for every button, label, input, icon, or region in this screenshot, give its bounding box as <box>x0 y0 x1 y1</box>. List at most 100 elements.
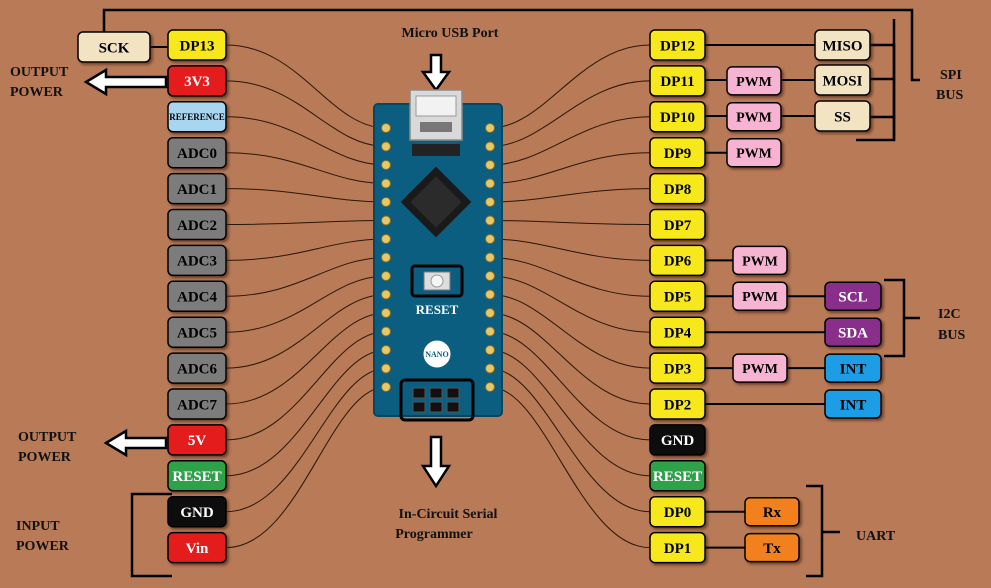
header-hole-right-13 <box>485 363 495 374</box>
header-hole-right-4 <box>485 197 495 207</box>
output-power-mid-label-2: POWER <box>18 450 72 465</box>
int-label-1-text: INT <box>840 361 867 377</box>
right-pin-dp0-13-text: DP0 <box>664 505 692 521</box>
spi-bus-label-1: SPI <box>940 68 962 83</box>
header-hole-left-2 <box>381 160 391 170</box>
wire-left-1 <box>225 80 387 147</box>
icsp-header <box>399 378 475 422</box>
int-label-2: INT <box>824 389 882 419</box>
left-pin-5v-11-text: 5V <box>188 433 207 449</box>
pwm-label-0: PWM <box>726 66 782 96</box>
left-pin-adc1-4: ADC1 <box>167 172 227 205</box>
wire-left-7 <box>225 257 387 297</box>
left-pin-adc7-10: ADC7 <box>167 388 227 420</box>
pwm-label-2: PWM <box>726 137 782 168</box>
left-pin-adc0-3: ADC0 <box>167 136 227 169</box>
right-pin-dp3-9-text: DP3 <box>664 361 692 377</box>
input-power-label-2: POWER <box>16 539 70 554</box>
header-hole-left-3 <box>381 178 391 189</box>
header-hole-left-4 <box>381 197 391 207</box>
header-hole-left-1 <box>381 141 391 152</box>
right-pin-dp5-7: DP5 <box>649 280 706 313</box>
i2c-bus-bracket <box>884 278 920 358</box>
pwm-label-5-text: PWM <box>742 362 778 377</box>
left-pin-vin-14: Vin <box>167 531 227 564</box>
icsp-title-line2: Programmer <box>395 527 472 542</box>
left-pin-adc6-9-text: ADC6 <box>177 361 217 377</box>
left-pin-3v3-1-text: 3V3 <box>184 74 210 90</box>
icsp-pin <box>412 401 426 413</box>
output-power-top-label-1: OUTPUT <box>10 65 69 80</box>
wire-right-1 <box>489 80 651 147</box>
reset-button-highlight <box>410 264 464 298</box>
usb-arrow <box>420 53 452 93</box>
sda-label: SDA <box>824 317 882 347</box>
icsp-pin <box>429 387 443 399</box>
board-pin-headers <box>381 123 495 392</box>
icsp-arrow <box>420 435 452 489</box>
left-pin-dp13-0: DP13 <box>167 29 227 61</box>
wire-right-10 <box>489 312 651 405</box>
header-hole-left-5 <box>381 215 391 226</box>
pin-wires <box>225 44 651 549</box>
wire-right-12 <box>489 349 651 477</box>
header-hole-left-12 <box>381 345 391 355</box>
header-hole-right-6 <box>485 234 495 244</box>
usb-connector <box>409 89 463 141</box>
rx-label-text: Rx <box>763 505 782 521</box>
wire-right-13 <box>489 368 651 513</box>
left-pin-adc5-8: ADC5 <box>167 316 227 348</box>
right-pin-dp6-6: DP6 <box>649 244 706 277</box>
left-pin-5v-11: 5V <box>167 424 227 456</box>
header-hole-left-0 <box>381 123 391 133</box>
wire-left-3 <box>225 152 387 184</box>
pwm-label-2-text: PWM <box>736 147 772 162</box>
left-pin-adc6-9: ADC6 <box>167 352 227 384</box>
ss-label: SS <box>814 100 871 132</box>
left-pin-adc4-7: ADC4 <box>167 280 227 313</box>
miso-label: MISO <box>814 29 871 61</box>
header-hole-right-2 <box>485 160 495 170</box>
left-pin-reference-2-text: REFERENCE <box>169 112 225 122</box>
left-pin-adc5-8-text: ADC5 <box>177 325 217 341</box>
wire-left-8 <box>225 275 387 333</box>
output-power-arrow-top <box>83 67 168 97</box>
scl-label-text: SCL <box>838 290 867 306</box>
right-pin-dp0-13: DP0 <box>649 495 706 528</box>
right-pin-dp9-3-text: DP9 <box>664 146 692 162</box>
header-hole-left-6 <box>381 234 391 244</box>
right-pin-reset-12: RESET <box>649 460 706 492</box>
left-pin-labels: DP133V3REFERENCEADC0ADC1ADC2ADC3ADC4ADC5… <box>167 29 227 564</box>
input-power-bracket <box>130 492 172 578</box>
wire-right-3 <box>489 152 651 184</box>
wire-left-6 <box>225 238 387 261</box>
right-pin-gnd-11: GND <box>649 424 706 456</box>
right-pin-dp2-10-text: DP2 <box>664 397 692 413</box>
pwm-label-4: PWM <box>732 281 788 312</box>
header-hole-right-11 <box>485 326 495 337</box>
left-pin-adc3-6: ADC3 <box>167 244 227 277</box>
scl-label: SCL <box>824 281 882 312</box>
header-hole-left-13 <box>381 363 391 374</box>
left-pin-dp13-0-text: DP13 <box>180 38 215 54</box>
usb-port-title: Micro USB Port <box>402 26 499 41</box>
wire-left-14 <box>225 386 387 549</box>
left-pin-gnd-13: GND <box>167 495 227 528</box>
wire-left-2 <box>225 116 387 166</box>
right-pin-dp4-8: DP4 <box>649 316 706 348</box>
left-pin-reference-2: REFERENCE <box>167 101 227 133</box>
wire-left-0 <box>225 44 387 129</box>
left-pin-gnd-13-text: GND <box>180 505 214 521</box>
wire-right-7 <box>489 257 651 297</box>
icsp-title-line1: In-Circuit Serial <box>399 507 498 522</box>
right-pin-dp8-4-text: DP8 <box>664 182 692 198</box>
input-power-label-1: INPUT <box>16 519 60 534</box>
right-pin-dp2-10: DP2 <box>649 388 706 420</box>
nano-logo: NANO <box>422 339 452 369</box>
header-hole-right-5 <box>485 215 495 226</box>
sck-label: SCK <box>77 31 151 63</box>
tx-label: Tx <box>744 532 800 563</box>
wire-left-5 <box>225 220 387 225</box>
output-power-mid-label-1: OUTPUT <box>18 430 77 445</box>
header-hole-left-14 <box>381 382 391 392</box>
